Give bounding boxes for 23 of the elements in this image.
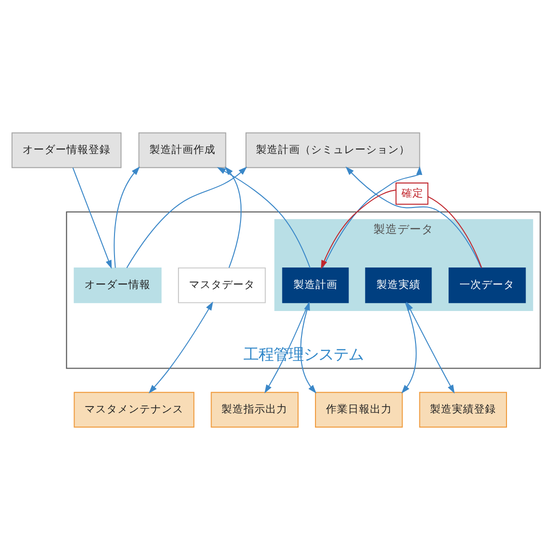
node-box: マスタメンテナンス [74, 392, 194, 428]
node-box: オーダー情報登録 [12, 132, 122, 168]
edge-label: 確定 [401, 186, 424, 200]
node-box: 製造計画作成 [138, 132, 226, 168]
node-box: 製造計画 [282, 267, 349, 304]
arrow [401, 302, 417, 394]
arrow [126, 166, 248, 268]
arrow [216, 167, 311, 268]
arrow [72, 167, 112, 269]
node-box: 製造実績登録 [419, 392, 507, 428]
node-box: 製造実績 [365, 267, 432, 304]
node-box: 一次データ [448, 267, 526, 304]
arrow [148, 302, 214, 394]
arrow [322, 166, 422, 268]
node-box: オーダー情報 [74, 267, 162, 304]
node-box: マスタデータ [178, 267, 266, 304]
node-box: 作業日報出力 [314, 392, 403, 428]
node-box: 製造指示出力 [210, 392, 299, 428]
arrow [406, 302, 455, 394]
arrow [346, 166, 482, 268]
arrow [114, 166, 140, 268]
node-box: 製造計画（シミュレーション） [246, 132, 420, 168]
arrow [224, 166, 242, 268]
